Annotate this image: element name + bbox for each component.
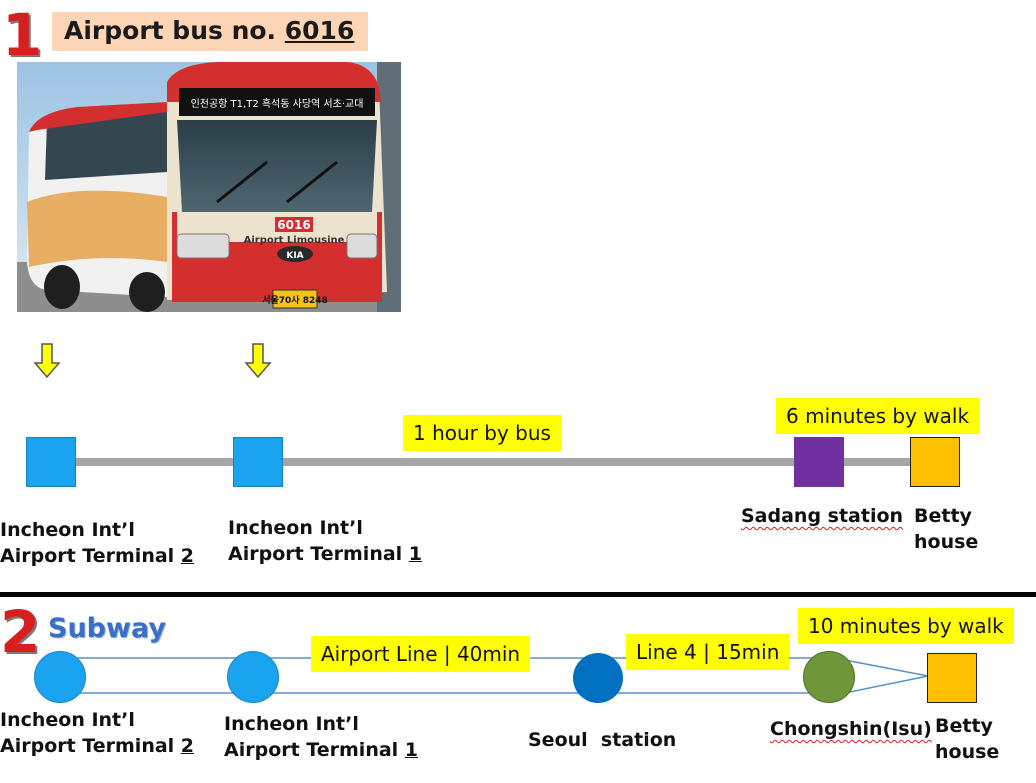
section2-title: Subway <box>48 613 166 644</box>
subway-label-terminal-2: Incheon Int’l Airport Terminal 2 <box>0 709 195 757</box>
bus-route-line <box>60 458 940 466</box>
line4-note: Line 4 | 15min <box>626 634 790 670</box>
arrow-down-icon <box>33 343 61 379</box>
stop-marker-sadang <box>794 437 844 487</box>
airport-line-note: Airport Line | 40min <box>311 636 531 672</box>
walk-duration-note: 6 minutes by walk <box>776 398 980 434</box>
stop-marker-betty-house <box>910 437 960 487</box>
bus-photo: 인천공항 T1,T2 흑석동 사당역 서초·교대 6016 Airport Li… <box>17 62 401 312</box>
section1-title-bus-number: 6016 <box>284 16 355 45</box>
bus-brand-logo: KIA <box>286 251 303 261</box>
subway-stop-seoul-station <box>573 653 623 703</box>
subway-label-seoul-station: Seoul station <box>528 729 677 751</box>
section1-title-prefix: Airport bus no. <box>64 16 285 45</box>
section2-number: 2 <box>0 598 41 666</box>
bus-route-number: 6016 <box>277 218 310 232</box>
section1-title: Airport bus no. 6016 <box>52 12 369 51</box>
subway-label-betty-house: Betty house <box>935 715 1000 763</box>
stop-marker-terminal-2 <box>26 437 76 487</box>
subway-label-terminal-1: Incheon Int’l Airport Terminal 1 <box>224 713 419 761</box>
stop-label-sadang: Sadang station <box>741 505 904 527</box>
bus-duration-note: 1 hour by bus <box>403 415 561 451</box>
subway-stop-chongshin <box>803 651 855 703</box>
subway-label-chongshin: Chongshin(Isu) <box>770 718 932 740</box>
subway-stop-betty-house <box>927 653 977 703</box>
bus-plate: 서울70사 8248 <box>262 294 328 306</box>
stop-label-terminal-2: Incheon Int’l Airport Terminal 2 <box>0 519 195 567</box>
stop-label-terminal-1: Incheon Int’l Airport Terminal 1 <box>228 517 423 565</box>
stop-marker-terminal-1 <box>233 437 283 487</box>
section-divider <box>0 592 1036 597</box>
subway-stop-terminal-2 <box>34 651 86 703</box>
subway-stop-terminal-1 <box>227 651 279 703</box>
arrow-down-icon <box>244 343 272 379</box>
bus-side-text: Airport Limousine <box>244 235 345 246</box>
subway-walk-note: 10 minutes by walk <box>798 608 1014 644</box>
stop-label-betty-house: Betty house <box>914 505 979 553</box>
section1-number: 1 <box>2 1 43 69</box>
bus-route-sign: 인천공항 T1,T2 흑석동 사당역 서초·교대 <box>191 97 364 110</box>
